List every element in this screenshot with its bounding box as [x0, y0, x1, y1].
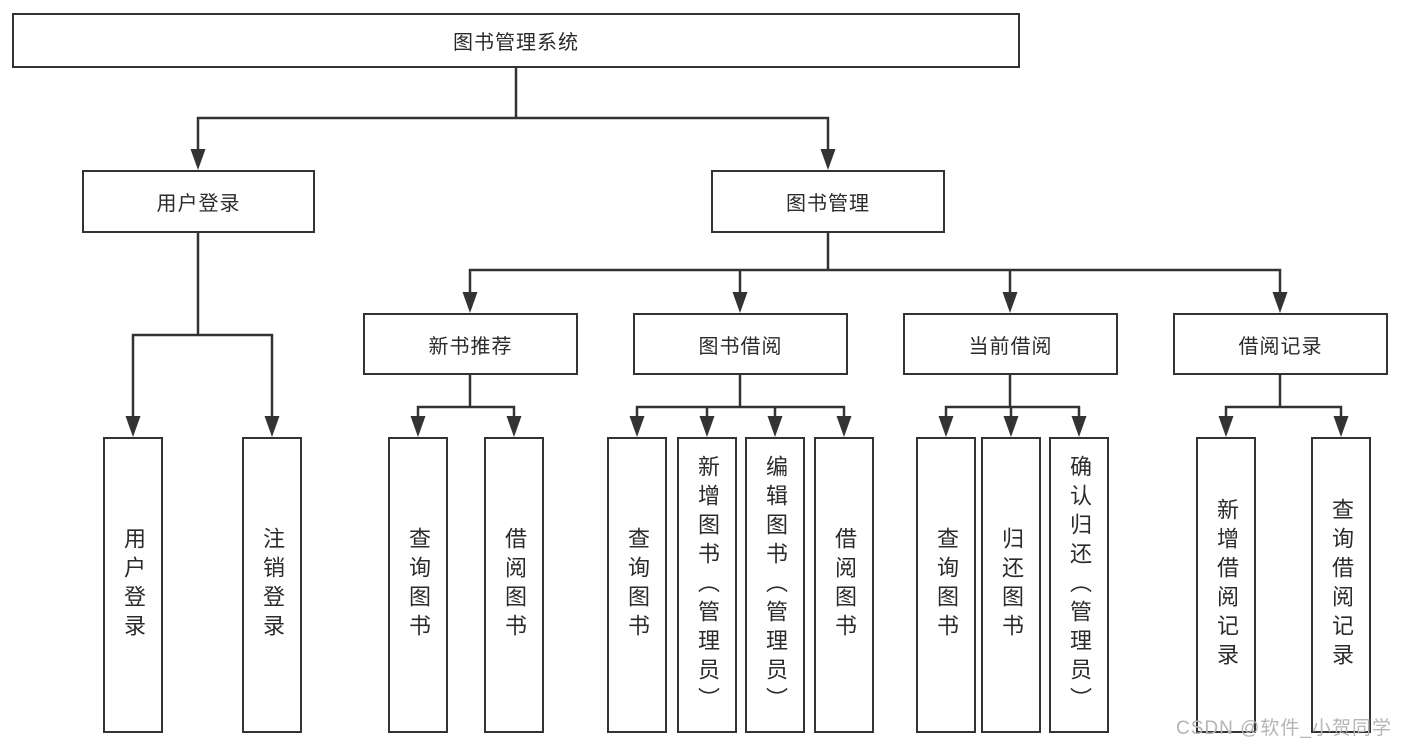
- leaf-borrow-query-books: 查询图书: [607, 437, 667, 733]
- leaf-borrow-add-books-admin: 新增图书（管理员）: [677, 437, 737, 733]
- node-new-book-recommend: 新书推荐: [363, 313, 578, 375]
- node-borrow-records-label: 借阅记录: [1238, 335, 1323, 358]
- leaf-user-login: 用户登录: [103, 437, 163, 733]
- leaf-records-add-record-label: 新增借阅记录: [1214, 498, 1239, 672]
- node-user-login-module: 用户登录: [82, 170, 315, 233]
- node-borrow-records: 借阅记录: [1173, 313, 1388, 375]
- leaf-current-return-books-label: 归还图书: [999, 527, 1024, 643]
- node-current-borrow: 当前借阅: [903, 313, 1118, 375]
- leaf-current-query-books-label: 查询图书: [934, 527, 959, 643]
- node-root: 图书管理系统: [12, 13, 1020, 68]
- node-book-borrow-label: 图书借阅: [698, 335, 783, 358]
- leaf-current-query-books: 查询图书: [916, 437, 976, 733]
- leaf-borrow-query-books-label: 查询图书: [625, 527, 650, 643]
- leaf-records-query-record-label: 查询借阅记录: [1329, 498, 1354, 672]
- leaf-borrow-edit-books-admin: 编辑图书（管理员）: [745, 437, 805, 733]
- leaf-newrec-query-books-label: 查询图书: [406, 527, 431, 643]
- leaf-current-confirm-return-admin-label: 确认归还（管理员）: [1067, 454, 1092, 716]
- node-book-borrow: 图书借阅: [633, 313, 848, 375]
- leaf-user-login-label: 用户登录: [121, 527, 146, 643]
- leaf-records-query-record: 查询借阅记录: [1311, 437, 1371, 733]
- node-book-management-label: 图书管理: [786, 193, 870, 215]
- node-user-login-module-label: 用户登录: [156, 193, 241, 215]
- leaf-records-add-record: 新增借阅记录: [1196, 437, 1256, 733]
- node-new-book-recommend-label: 新书推荐: [428, 335, 513, 358]
- leaf-borrow-borrow-books: 借阅图书: [814, 437, 874, 733]
- leaf-borrow-edit-books-admin-label: 编辑图书（管理员）: [763, 454, 788, 716]
- leaf-logout: 注销登录: [242, 437, 302, 733]
- leaf-newrec-borrow-books: 借阅图书: [484, 437, 544, 733]
- csdn-watermark: CSDN @软件_小贺同学: [1176, 718, 1392, 739]
- leaf-newrec-borrow-books-label: 借阅图书: [502, 527, 527, 643]
- node-current-borrow-label: 当前借阅: [968, 335, 1053, 358]
- leaf-newrec-query-books: 查询图书: [388, 437, 448, 733]
- node-root-label: 图书管理系统: [453, 32, 579, 54]
- node-book-management: 图书管理: [711, 170, 945, 233]
- leaf-borrow-borrow-books-label: 借阅图书: [832, 527, 857, 643]
- leaf-logout-label: 注销登录: [260, 527, 285, 643]
- leaf-borrow-add-books-admin-label: 新增图书（管理员）: [695, 454, 720, 716]
- leaf-current-confirm-return-admin: 确认归还（管理员）: [1049, 437, 1109, 733]
- leaf-current-return-books: 归还图书: [981, 437, 1041, 733]
